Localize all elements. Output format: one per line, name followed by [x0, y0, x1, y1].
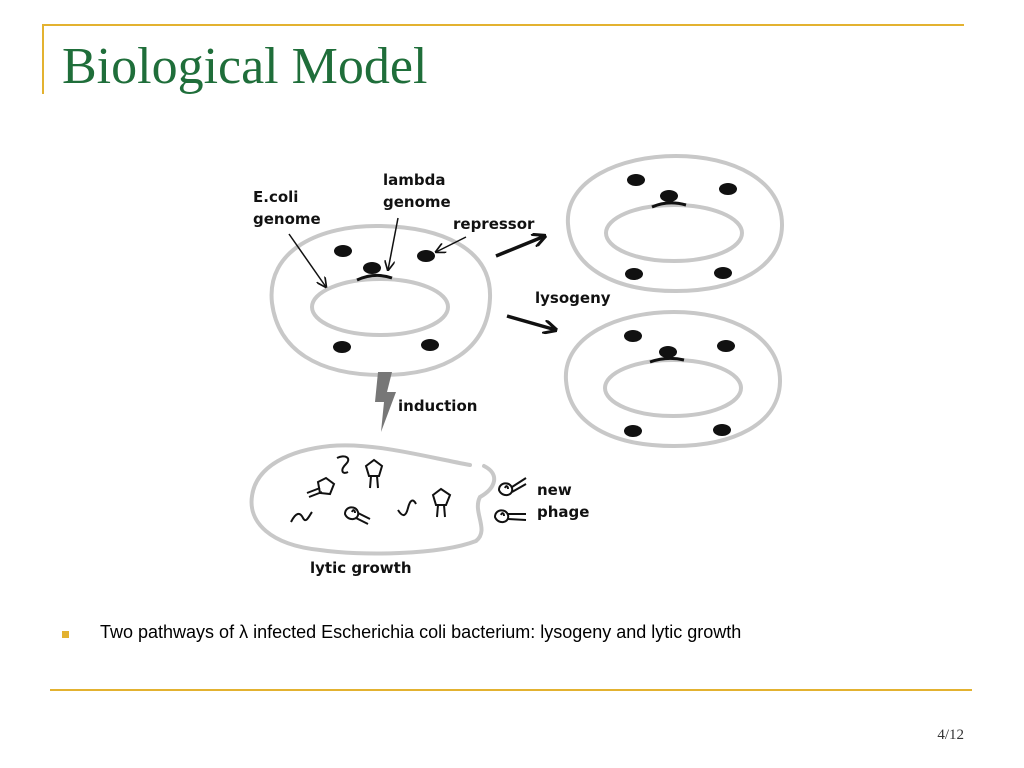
label-ecoli-1: E.coli: [253, 188, 298, 206]
lysing-cell: [249, 443, 496, 556]
left-rule: [42, 24, 44, 94]
new-phage-group: [493, 477, 527, 523]
infected-cell: [269, 223, 493, 378]
lambda-arrow: [388, 217, 399, 270]
label-new: new: [537, 481, 572, 499]
repressor-arrow: [436, 236, 467, 252]
slide-title: Biological Model: [62, 38, 428, 95]
label-ecoli-2: genome: [253, 210, 321, 228]
page-number: 4/12: [937, 727, 964, 743]
bullet-marker: [62, 631, 69, 638]
label-repressor: repressor: [453, 215, 535, 233]
lysogen-cell-top: [565, 153, 785, 294]
lysogen-cell-bottom: [563, 309, 783, 449]
ecoli-arrow: [288, 233, 326, 287]
label-lytic-growth: lytic growth: [310, 559, 412, 577]
label-lambda-1: lambda: [383, 171, 446, 189]
label-phage: phage: [537, 503, 589, 521]
pathway-arrow-bottom: [506, 314, 556, 330]
induction-bolt: [375, 372, 396, 432]
top-rule: [42, 24, 964, 26]
label-lysogeny: lysogeny: [535, 289, 611, 307]
bottom-rule: [50, 689, 972, 691]
bullet-text: Two pathways of λ infected Escherichia c…: [100, 622, 742, 642]
label-induction: induction: [398, 397, 477, 415]
pathway-arrow-top: [495, 236, 545, 258]
label-lambda-2: genome: [383, 193, 451, 211]
